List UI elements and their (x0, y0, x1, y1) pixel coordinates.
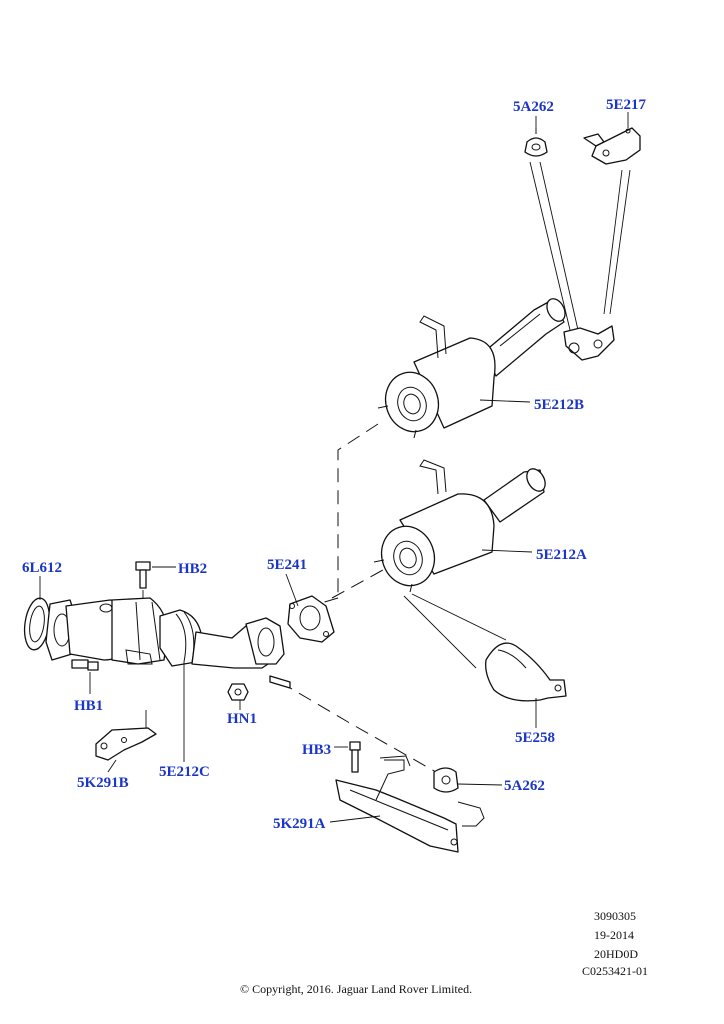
part-HB1-bolt (71, 659, 99, 694)
part-5A262-insulator-top (524, 128, 548, 157)
part-HB3-bolt (349, 741, 361, 773)
part-5K291A-bracket (335, 755, 485, 853)
callout-HN1: HN1 (227, 711, 257, 727)
part-5E217-bracket (583, 127, 641, 165)
callout-5E212A: 5E212A (536, 547, 587, 563)
callout-HB1: HB1 (74, 698, 103, 714)
callout-5E212C: 5E212C (159, 764, 210, 780)
part-HN1-nut (227, 683, 249, 701)
callout-leader-lines (39, 112, 629, 823)
part-stud (269, 675, 291, 689)
leader-lines-top (529, 161, 631, 331)
callout-5A262-top: 5A262 (513, 99, 554, 115)
copyright-notice: © Copyright, 2016. Jaguar Land Rover Lim… (240, 982, 472, 996)
part-5E212B-filter (377, 298, 615, 439)
part-5E241-gasket (287, 595, 335, 643)
callout-5K291A: 5K291A (273, 816, 326, 832)
callout-5E212B: 5E212B (534, 397, 584, 413)
part-5E212C-converter (45, 597, 285, 669)
callout-5E241: 5E241 (267, 557, 307, 573)
callout-5E258: 5E258 (515, 730, 555, 746)
meta-line-4: C0253421-01 (582, 964, 648, 978)
callout-HB2: HB2 (178, 561, 207, 577)
assembly-dash-lines (279, 423, 437, 773)
callout-5K291B: 5K291B (77, 775, 129, 791)
callout-labels: 5A262 5E217 5E212B 5E212A 6L612 HB2 5E24… (22, 97, 647, 832)
meta-line-2: 19-2014 (594, 928, 634, 942)
diagram-metadata: 3090305 19-2014 20HD0D C0253421-01 (582, 909, 648, 978)
meta-line-3: 20HD0D (594, 947, 638, 961)
part-5E212A-filter (373, 459, 546, 593)
callout-5A262-bottom: 5A262 (504, 778, 545, 794)
part-5A262-insulator-bottom (433, 767, 459, 793)
callout-6L612: 6L612 (22, 560, 62, 576)
part-5E258-heat-shield (403, 593, 567, 702)
part-5K291B-bracket (95, 710, 157, 761)
callout-HB3: HB3 (302, 742, 331, 758)
callout-5E217: 5E217 (606, 97, 647, 113)
meta-line-1: 3090305 (594, 909, 636, 923)
